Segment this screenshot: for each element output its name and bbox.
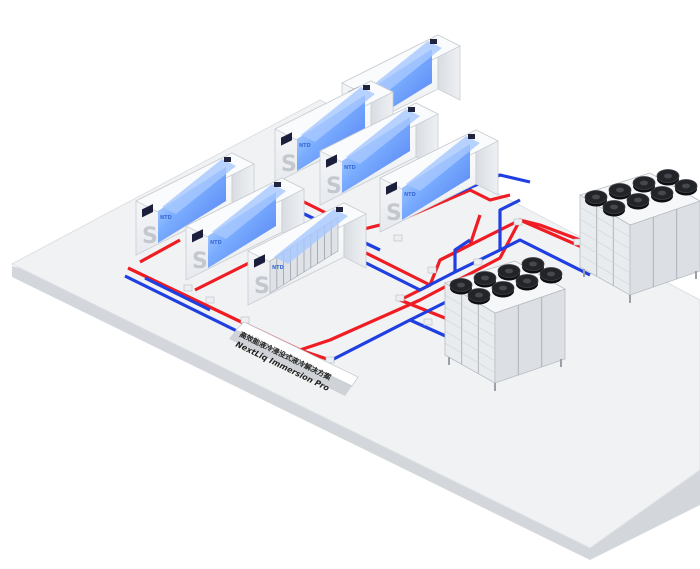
tank-brand: NTD — [210, 240, 222, 246]
cold-pipe — [498, 198, 521, 250]
pipe-valve — [513, 218, 523, 226]
tank-status-screen — [363, 85, 370, 90]
pipe-valve — [325, 356, 335, 364]
tank-status-screen — [336, 207, 343, 212]
tank-display — [326, 154, 337, 168]
pipe-valve — [183, 284, 193, 292]
pipe-valve — [395, 294, 405, 302]
tank-display — [281, 132, 292, 146]
dry-coolers — [444, 169, 700, 391]
tank-display — [254, 254, 265, 268]
tank-logo: S — [326, 174, 342, 199]
dry-cooler — [444, 257, 566, 391]
pipe-valve — [427, 266, 437, 274]
tank-status-screen — [430, 39, 437, 44]
tank-status-screen — [274, 182, 281, 187]
tank-display — [192, 229, 203, 243]
pipe-valve — [205, 296, 215, 304]
hot-pipe — [519, 218, 581, 242]
dry-cooler — [579, 169, 700, 303]
tank-brand: NTD — [272, 265, 284, 271]
immersion-tanks: SNTDSNTDSNTDSNTDSNTDSNTDSNTD — [135, 34, 499, 306]
cold-pipe — [453, 238, 471, 272]
tank-brand: NTD — [160, 215, 172, 221]
tank-logo: S — [386, 201, 402, 226]
cold-pipe — [144, 276, 211, 312]
tank-status-screen — [468, 134, 475, 139]
tank-logo: S — [142, 224, 158, 249]
pipe-valve — [393, 234, 403, 242]
tank-logo: S — [192, 249, 208, 274]
tank-status-screen — [224, 157, 231, 162]
tank-logo: S — [281, 152, 297, 177]
hot-pipe — [139, 238, 181, 264]
cold-pipe — [409, 318, 451, 340]
tank-brand: NTD — [404, 192, 416, 198]
pipe-valve — [423, 318, 433, 326]
tank-display — [386, 181, 397, 195]
tank-brand: NTD — [299, 143, 311, 149]
tank-status-screen — [408, 107, 415, 112]
tank-logo: S — [254, 274, 270, 299]
hot-pipe — [439, 214, 482, 262]
tank-brand: NTD — [344, 165, 356, 171]
tank-display — [142, 203, 153, 218]
pipe-valve — [473, 258, 483, 266]
